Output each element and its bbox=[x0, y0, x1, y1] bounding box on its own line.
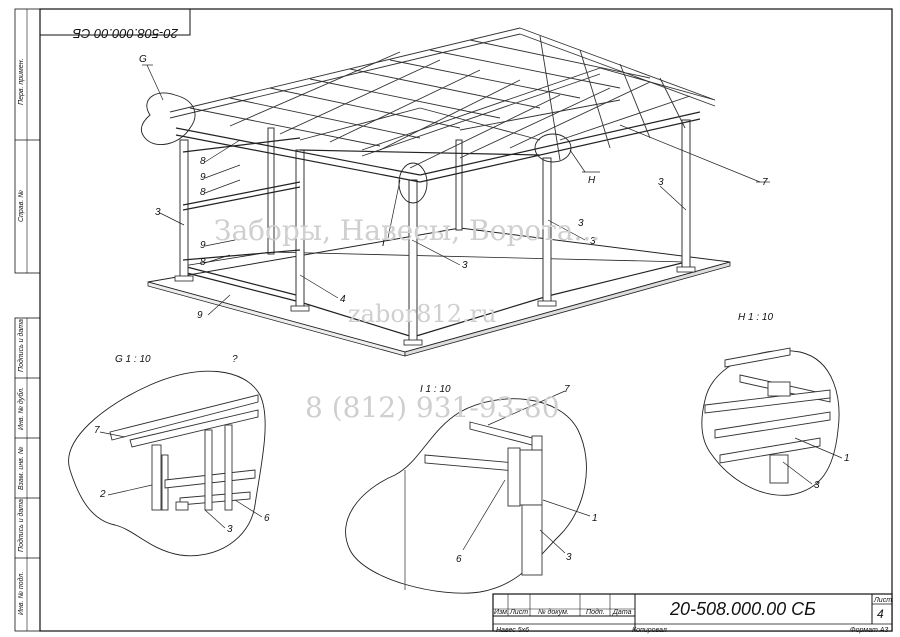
tb-date: Дата bbox=[612, 609, 632, 616]
watermark-line2: zabor812.ru bbox=[348, 300, 497, 328]
tb-doc: № докум. bbox=[538, 608, 569, 616]
tb-copied: Копировал bbox=[632, 627, 667, 634]
roof-trusses bbox=[169, 27, 716, 169]
detail-i-callout-1: 1 bbox=[592, 513, 598, 524]
detail-g-callout-2: 2 bbox=[99, 489, 106, 500]
detail-i-callout-7: 7 bbox=[564, 384, 570, 395]
callout-i-circle bbox=[398, 162, 428, 204]
watermark-line3: 8 (812) 931-93-80 bbox=[305, 391, 560, 424]
left-margin-strip: Перв. примен. Справ. № Подпись и дата Ин… bbox=[14, 8, 41, 632]
main-callout-3-right: 3 bbox=[658, 177, 664, 188]
detail-i-callout-6: 6 bbox=[456, 554, 462, 565]
detail-h-callout-3: 3 bbox=[814, 480, 820, 491]
side-label-podpis-2: Подпись и дата bbox=[17, 499, 25, 552]
detail-h-callout-1: 1 bbox=[844, 453, 850, 464]
main-callout-3-left: 3 bbox=[155, 207, 161, 218]
tb-sheet-label: Лист bbox=[873, 597, 892, 604]
main-callout-h: H bbox=[588, 175, 596, 186]
detail-h: H 1 : 10 1 3 bbox=[701, 312, 850, 496]
side-label-inv-dubl: Инв. № дубл. bbox=[17, 387, 25, 430]
side-label-inv-podl: Инв. № подл. bbox=[17, 572, 25, 615]
main-callout-8-b: 8 bbox=[200, 187, 206, 198]
main-callout-3-inner: 3 bbox=[578, 218, 584, 229]
tb-sheet-no: 4 bbox=[877, 607, 884, 621]
detail-g: G 1 : 10 ? 7 2 3 6 bbox=[68, 354, 270, 557]
main-callout-i: I bbox=[382, 238, 385, 249]
side-label-podpis-1: Подпись и дата bbox=[17, 319, 25, 372]
main-callout-3-mid: 3 bbox=[590, 236, 596, 247]
side-label-sprav: Справ. № bbox=[18, 190, 25, 222]
detail-i-title: I 1 : 10 bbox=[420, 384, 451, 395]
callout-g-bubble bbox=[140, 92, 196, 146]
watermark-line1: Заборы, Навесы, Ворота... bbox=[214, 214, 600, 247]
watermark: Заборы, Навесы, Ворота... zabor812.ru 8 … bbox=[214, 214, 600, 424]
main-callout-8-c: 8 bbox=[200, 257, 206, 268]
main-callout-3-center: 3 bbox=[462, 260, 468, 271]
detail-g-callout-7: 7 bbox=[94, 425, 100, 436]
side-label-vzam-inv: Взам. инв. № bbox=[18, 446, 25, 490]
detail-i-callout-3: 3 bbox=[566, 552, 572, 563]
detail-h-title: H 1 : 10 bbox=[738, 312, 773, 323]
rotated-code-text: 20-508.000.00 СБ bbox=[72, 26, 179, 41]
main-callout-7: 7 bbox=[762, 177, 768, 188]
posts bbox=[174, 119, 696, 346]
title-block: Изм. Лист № докум. Подп. Дата 20-508.000… bbox=[492, 593, 893, 634]
tb-izm: Изм. bbox=[494, 609, 509, 616]
tb-format: Формат А3 bbox=[850, 627, 888, 634]
detail-g-callout-3: 3 bbox=[227, 524, 233, 535]
detail-g-note: ? bbox=[232, 354, 238, 365]
main-callout-8-a: 8 bbox=[200, 156, 206, 167]
detail-g-title: G 1 : 10 bbox=[115, 354, 151, 365]
main-callout-g: G bbox=[139, 54, 147, 65]
callout-h-circle bbox=[534, 133, 572, 163]
main-callout-9-c: 9 bbox=[197, 310, 203, 321]
tb-list: Лист bbox=[509, 609, 528, 616]
main-callout-9-a: 9 bbox=[200, 172, 206, 183]
side-label-perv: Перв. примен. bbox=[18, 58, 25, 105]
detail-g-callout-6: 6 bbox=[264, 513, 270, 524]
main-isometric-view: G H I 3 7 8 9 8 3 9 8 3 3 4 9 3 bbox=[139, 27, 770, 357]
main-callout-9-b: 9 bbox=[200, 240, 206, 251]
detail-i: I 1 : 10 7 1 6 3 bbox=[345, 384, 598, 594]
rotated-code-box: 20-508.000.00 СБ bbox=[39, 8, 191, 41]
detail-i-outline bbox=[345, 398, 587, 594]
tb-name: Навес 5х6 bbox=[496, 627, 529, 634]
tb-sign: Подп. bbox=[586, 608, 605, 616]
tb-code: 20-508.000.00 СБ bbox=[669, 599, 816, 619]
main-callout-4: 4 bbox=[340, 294, 346, 305]
